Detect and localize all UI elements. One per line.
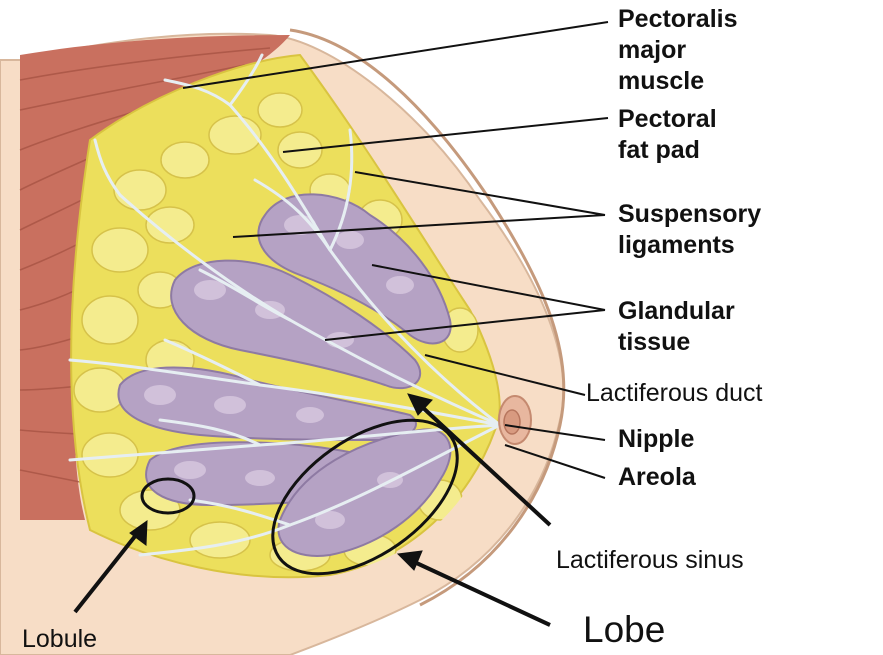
- label-nipple: Nipple: [618, 424, 694, 455]
- label-lactiferous-duct: Lactiferous duct: [586, 378, 763, 408]
- label-glandular-line-2: tissue: [618, 327, 735, 358]
- label-pectoral-fat-pad: Pectoral fat pad: [618, 104, 717, 166]
- label-lobe: Lobe: [583, 610, 665, 650]
- nipple-shape: [504, 410, 520, 434]
- label-pectoralis-line-3: muscle: [618, 66, 738, 97]
- label-glandular-line-1: Glandular: [618, 296, 735, 327]
- label-pectoralis-line-1: Pectoralis: [618, 4, 738, 35]
- label-suspensory-line-1: Suspensory: [618, 199, 761, 230]
- label-fat-pad-line-2: fat pad: [618, 135, 717, 166]
- label-pectoralis-major-muscle: Pectoralis major muscle: [618, 4, 738, 97]
- label-suspensory-ligaments: Suspensory ligaments: [618, 199, 761, 261]
- label-lactiferous-sinus: Lactiferous sinus: [556, 545, 744, 575]
- label-suspensory-line-2: ligaments: [618, 230, 761, 261]
- label-fat-pad-line-1: Pectoral: [618, 104, 717, 135]
- label-pectoralis-line-2: major: [618, 35, 738, 66]
- label-lobule: Lobule: [22, 624, 97, 654]
- label-areola: Areola: [618, 462, 696, 493]
- label-glandular-tissue: Glandular tissue: [618, 296, 735, 358]
